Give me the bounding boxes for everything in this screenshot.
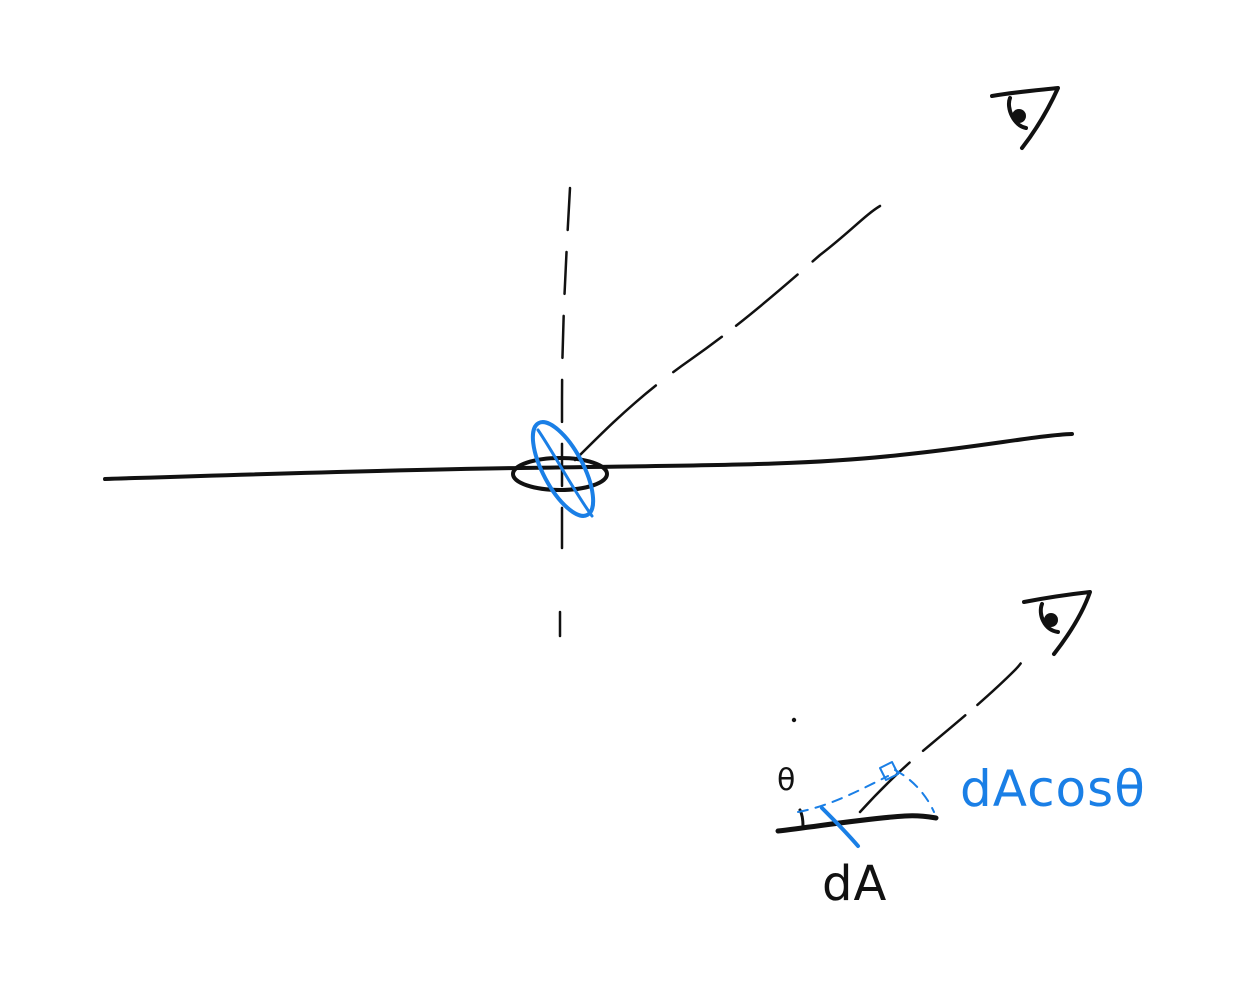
right-angle-mark [879,761,899,781]
projection-line [797,769,935,813]
surface-patch [511,456,609,492]
normal-line [558,186,572,638]
tilted-segment [820,806,860,848]
area-segment [775,813,939,834]
view-ray [573,204,882,462]
bottom-diagram [775,590,1092,848]
area-label: dA [822,856,888,912]
tilted-patch [530,420,596,518]
stray-dot [791,717,797,723]
surface-line [103,432,1074,481]
projected-area-label: dAcosθ [960,760,1146,818]
eye-icon [1022,590,1092,656]
view-ray-bottom [858,634,1036,814]
eye-icon [990,86,1060,150]
top-diagram [103,86,1074,638]
angle-label: θ [777,763,796,798]
